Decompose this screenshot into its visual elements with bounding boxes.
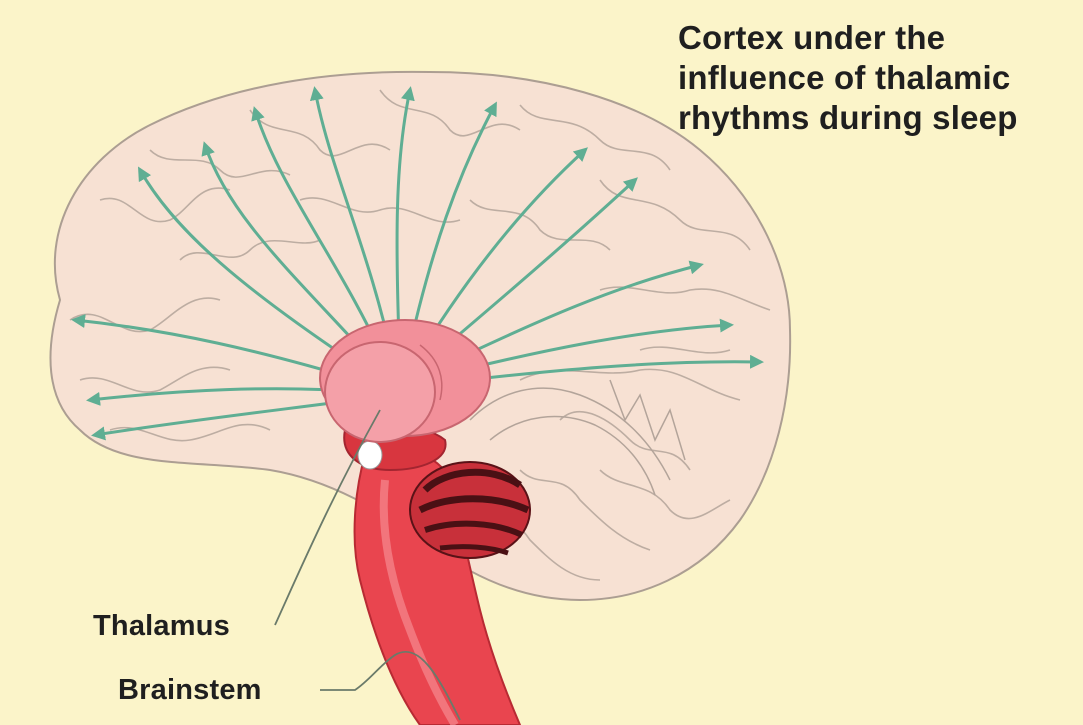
cerebellum xyxy=(410,462,530,558)
cortex-annotation: Cortex under the influence of thalamic r… xyxy=(678,18,1078,138)
cortex-annotation-line-1: Cortex under the xyxy=(678,18,1078,58)
brainstem-label: Brainstem xyxy=(118,674,262,707)
cortex-annotation-line-2: influence of thalamic xyxy=(678,58,1078,98)
cortex-annotation-line-3: rhythms during sleep xyxy=(678,98,1078,138)
thalamus-label: Thalamus xyxy=(93,610,230,643)
